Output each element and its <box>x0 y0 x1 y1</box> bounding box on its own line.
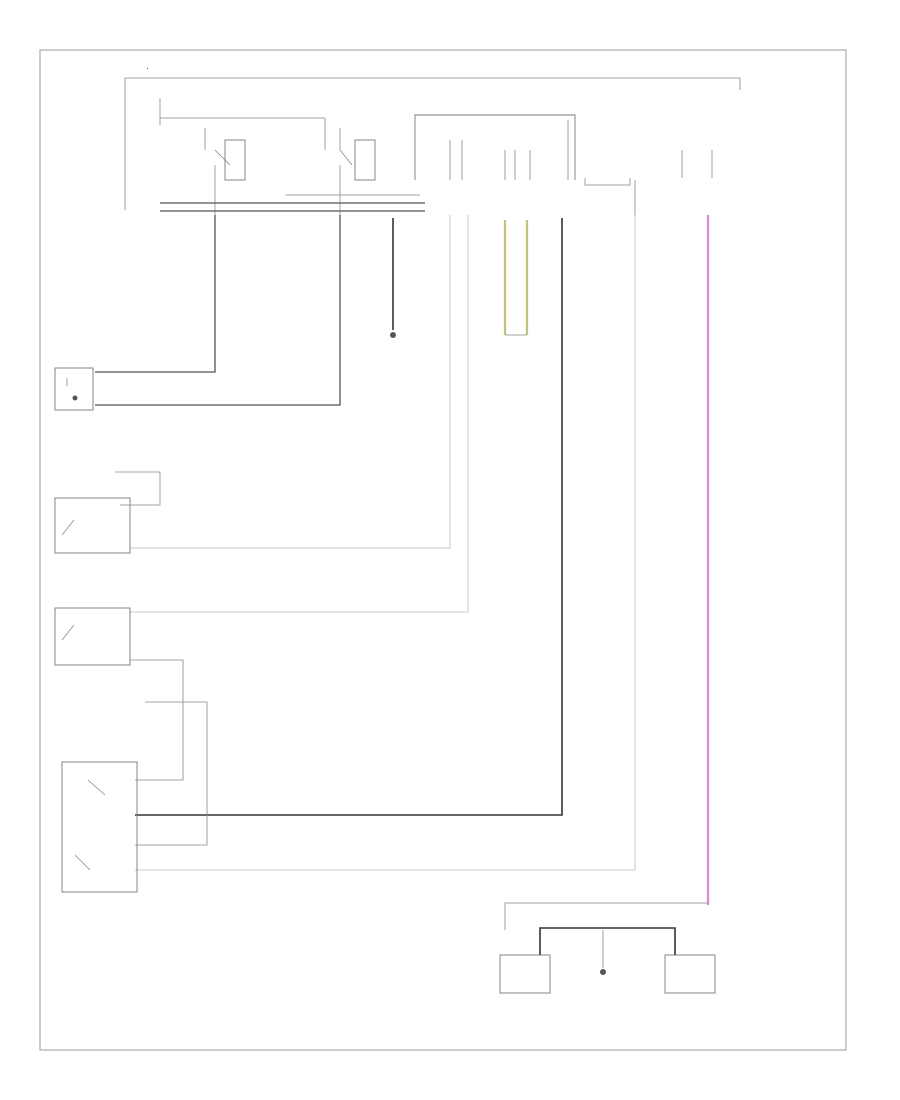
diagram-frame <box>39 49 847 1051</box>
wire-bcm-to-latch <box>135 218 563 816</box>
ground-2-icon <box>600 969 606 975</box>
tailgate-module <box>584 178 636 215</box>
splice-yellow <box>503 220 529 336</box>
wire-fuse-right-to-lamp <box>95 215 341 406</box>
switch-component <box>54 471 161 554</box>
tailgate-component <box>54 607 208 846</box>
rear-module <box>681 150 713 178</box>
latch-component <box>61 761 138 893</box>
body-control-module <box>414 114 576 180</box>
wire-bcm-to-switch <box>130 215 451 549</box>
right-rear-lamp <box>664 954 716 994</box>
fuse-left <box>204 128 246 215</box>
wire-bottom-ground <box>539 927 676 955</box>
fuse-right <box>339 128 376 215</box>
wire-bcm-to-tailgate <box>130 215 469 613</box>
power-feed-box <box>124 68 741 210</box>
wire-bottom-junction <box>504 902 708 930</box>
left-rear-lamp <box>499 954 551 994</box>
lamp-component <box>54 367 94 411</box>
wire-fuse-left-to-lamp <box>95 215 216 373</box>
ground-1-icon <box>390 332 396 338</box>
wire-tailgate-module-to-latch <box>135 215 636 871</box>
